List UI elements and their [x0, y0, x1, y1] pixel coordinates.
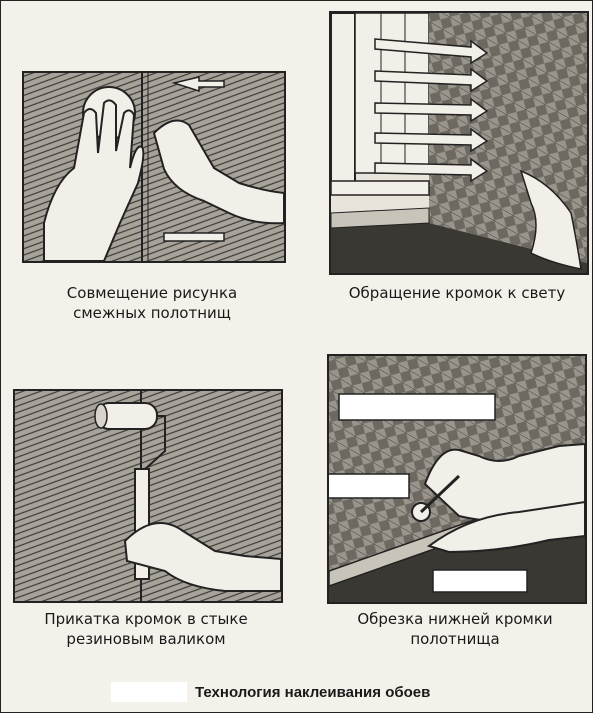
panel-seam-rolling: [13, 389, 283, 603]
panel-bottom-trimming: [327, 354, 587, 604]
blank-label-bottom: [432, 569, 528, 593]
figure-title: Технология наклеивания обоев: [195, 683, 431, 701]
blank-figure-number: [111, 682, 187, 702]
edges-to-light-illustration: [331, 13, 587, 273]
caption-line: Совмещение рисунка: [66, 284, 238, 302]
seam-rolling-illustration: [15, 391, 281, 601]
caption-line: Обращение кромок к свету: [348, 284, 566, 302]
blank-label-top: [338, 393, 496, 421]
bottom-trimming-illustration: [329, 356, 585, 602]
caption-edges-to-light: Обращение кромок к свету: [329, 283, 585, 303]
panel-pattern-matching: [22, 71, 286, 263]
caption-line: Прикатка кромок в стыке: [44, 610, 248, 628]
panel-edges-to-light: [329, 11, 589, 275]
figure-footer: Технология наклеивания обоев: [111, 681, 491, 703]
caption-line: смежных полотнищ: [73, 304, 231, 322]
pattern-matching-illustration: [24, 73, 284, 261]
caption-line: резиновым валиком: [66, 630, 226, 648]
blank-label-left: [329, 473, 410, 499]
caption-seam-rolling: Прикатка кромок в стыке резиновым валико…: [13, 609, 279, 649]
caption-bottom-trimming: Обрезка нижней кромки полотнища: [327, 609, 583, 649]
caption-line: Обрезка нижней кромки: [357, 610, 553, 628]
caption-line: полотнища: [410, 630, 500, 648]
caption-pattern-matching: Совмещение рисунка смежных полотнищ: [22, 283, 282, 323]
